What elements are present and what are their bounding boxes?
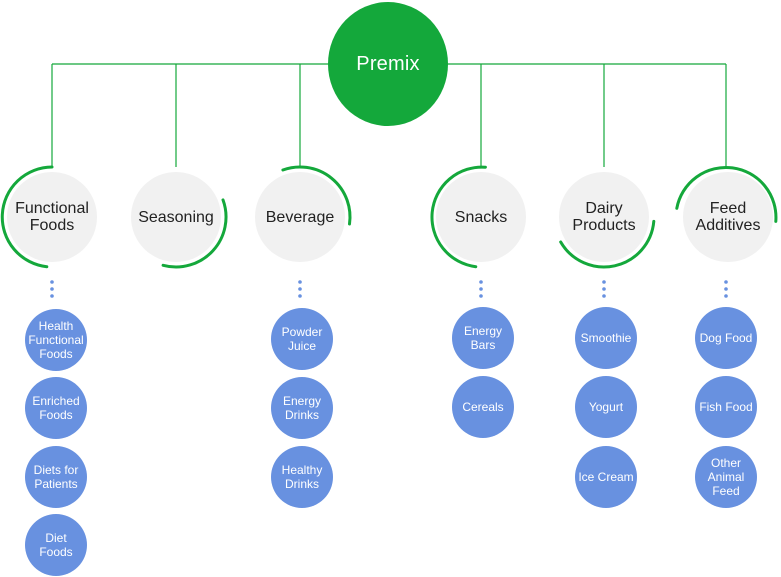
dot-connector [602,280,606,284]
category-node-functional-foods: Functional Foods [7,172,97,262]
leaf-node-diets-for-patients: Diets for Patients [25,446,87,508]
leaf-label: Energy Drinks [282,394,322,422]
leaf-label: Yogurt [588,400,624,414]
dot-connector [298,294,302,298]
category-ring-arc [161,198,228,269]
category-ring-arc [559,219,656,269]
leaf-label: Diet Foods [39,531,73,559]
leaf-label: Healthy Drinks [281,463,323,491]
leaf-label: Health Functional Foods [28,319,84,361]
dot-connector [724,294,728,298]
leaf-label: Ice Cream [578,470,634,484]
dot-connector [50,287,54,291]
leaf-label: Enriched Foods [32,394,80,422]
dot-connector [602,294,606,298]
leaf-node-health-functional-foods: Health Functional Foods [25,309,87,371]
root-label: Premix [356,52,420,75]
category-node-feed-additives: Feed Additives [683,172,773,262]
category-label: Functional Foods [15,200,89,234]
leaf-node-diet-foods: Diet Foods [25,514,87,576]
dot-connector [50,294,54,298]
leaf-node-yogurt: Yogurt [575,376,637,438]
leaf-node-fish-food: Fish Food [695,376,757,438]
category-ring-arc [430,165,487,269]
dot-connector [479,294,483,298]
dot-connector [50,280,54,284]
dot-connector [298,287,302,291]
dot-connector [602,287,606,291]
leaf-node-cereals: Cereals [452,376,514,438]
leaf-label: Other Animal Feed [707,456,745,498]
category-label: Seasoning [138,208,214,226]
leaf-node-powder-juice: Powder Juice [271,308,333,370]
dot-connector [479,280,483,284]
category-node-beverage: Beverage [255,172,345,262]
category-label: Feed Additives [695,200,761,234]
leaf-label: Fish Food [699,400,753,414]
leaf-node-smoothie: Smoothie [575,307,637,369]
root-node-premix: Premix [328,2,448,126]
category-ring-arc [281,165,352,226]
dot-connector [724,280,728,284]
leaf-node-healthy-drinks: Healthy Drinks [271,446,333,508]
leaf-node-dog-food: Dog Food [695,307,757,369]
leaf-label: Cereals [462,400,504,414]
dot-connector [298,280,302,284]
leaf-label: Diets for Patients [33,463,79,491]
dot-connector [724,287,728,291]
category-label: Snacks [454,208,508,226]
leaf-node-energy-drinks: Energy Drinks [271,377,333,439]
category-ring-arc [675,165,778,223]
leaf-label: Dog Food [699,331,753,345]
leaf-node-ice-cream: Ice Cream [575,446,637,508]
leaf-node-other-animal-feed: Other Animal Feed [695,446,757,508]
category-node-seasoning: Seasoning [131,172,221,262]
leaf-label: Smoothie [580,331,632,345]
dot-connector [479,287,483,291]
leaf-node-enriched-foods: Enriched Foods [25,377,87,439]
category-node-dairy-products: Dairy Products [559,172,649,262]
leaf-label: Powder Juice [281,325,323,353]
category-ring-arc [0,165,54,269]
category-label: Beverage [265,208,335,226]
leaf-label: Energy Bars [463,324,503,352]
leaf-node-energy-bars: Energy Bars [452,307,514,369]
category-node-snacks: Snacks [436,172,526,262]
category-label: Dairy Products [572,200,636,234]
